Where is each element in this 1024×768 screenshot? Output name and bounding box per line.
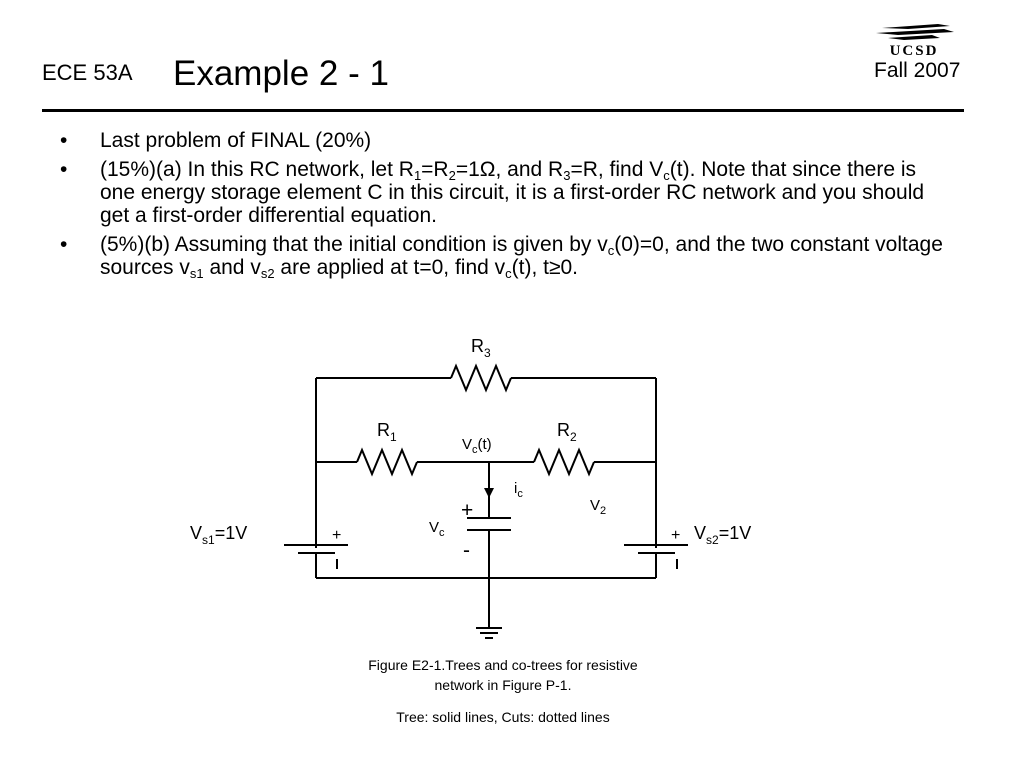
capacitor-branch (467, 462, 511, 628)
ucsd-logo: UCSD (876, 24, 954, 58)
ground-icon (476, 627, 502, 639)
resistor-r2 (533, 447, 595, 477)
wire-top (316, 363, 656, 393)
label-vc-t: Vc(t) (462, 436, 492, 456)
caption-line: network in Figure P-1. (434, 677, 572, 693)
source1-minus-mark (336, 559, 338, 569)
resistor-r1 (356, 447, 418, 477)
slide-title: Example 2 - 1 (173, 54, 389, 93)
current-arrow-icon (484, 488, 494, 498)
label-r3: R3 (471, 336, 491, 360)
bullet-item: • Last problem of FINAL (20%) (58, 129, 948, 152)
term-label: Fall 2007 (874, 59, 961, 82)
voltage-source-2 (624, 544, 688, 578)
source2-minus-mark (676, 559, 678, 569)
bullet-item: • (15%)(a) In this RC network, let R1=R2… (58, 158, 948, 227)
logo-text: UCSD (890, 43, 939, 58)
capacitor-minus-sign: - (463, 539, 470, 562)
label-vs1: Vs1=1V (190, 523, 247, 547)
bullet-dot: • (60, 233, 68, 256)
caption-line: Figure E2-1.Trees and co-trees for resis… (368, 657, 638, 673)
bullet-list: • Last problem of FINAL (20%) • (15%)(a)… (58, 129, 948, 285)
course-code: ECE 53A (42, 60, 133, 85)
bullet-text: Last problem of FINAL (20%) (100, 129, 372, 152)
bullet-dot: • (60, 129, 68, 152)
capacitor-plus-sign: + (461, 499, 473, 522)
bullet-dot: • (60, 158, 68, 181)
figure-caption: Figure E2-1.Trees and co-trees for resis… (320, 655, 686, 695)
source2-plus-sign: + (671, 527, 680, 544)
label-v2: V2 (590, 497, 606, 517)
wire-middle (316, 447, 656, 477)
label-ic: ic (514, 480, 523, 500)
label-vs2: Vs2=1V (694, 523, 751, 547)
title-rule (42, 109, 964, 112)
source1-plus-sign: + (332, 527, 341, 544)
bullet-text: (5%)(b) Assuming that the initial condit… (100, 233, 943, 281)
bullet-item: • (5%)(b) Assuming that the initial cond… (58, 233, 948, 281)
figure-note: Tree: solid lines, Cuts: dotted lines (396, 709, 610, 725)
label-r1: R1 (377, 420, 397, 444)
label-vc: Vc (429, 519, 445, 539)
label-r2: R2 (557, 420, 577, 444)
bullet-text: (15%)(a) In this RC network, let R1=R2=1… (100, 158, 925, 227)
voltage-source-1 (284, 544, 348, 578)
